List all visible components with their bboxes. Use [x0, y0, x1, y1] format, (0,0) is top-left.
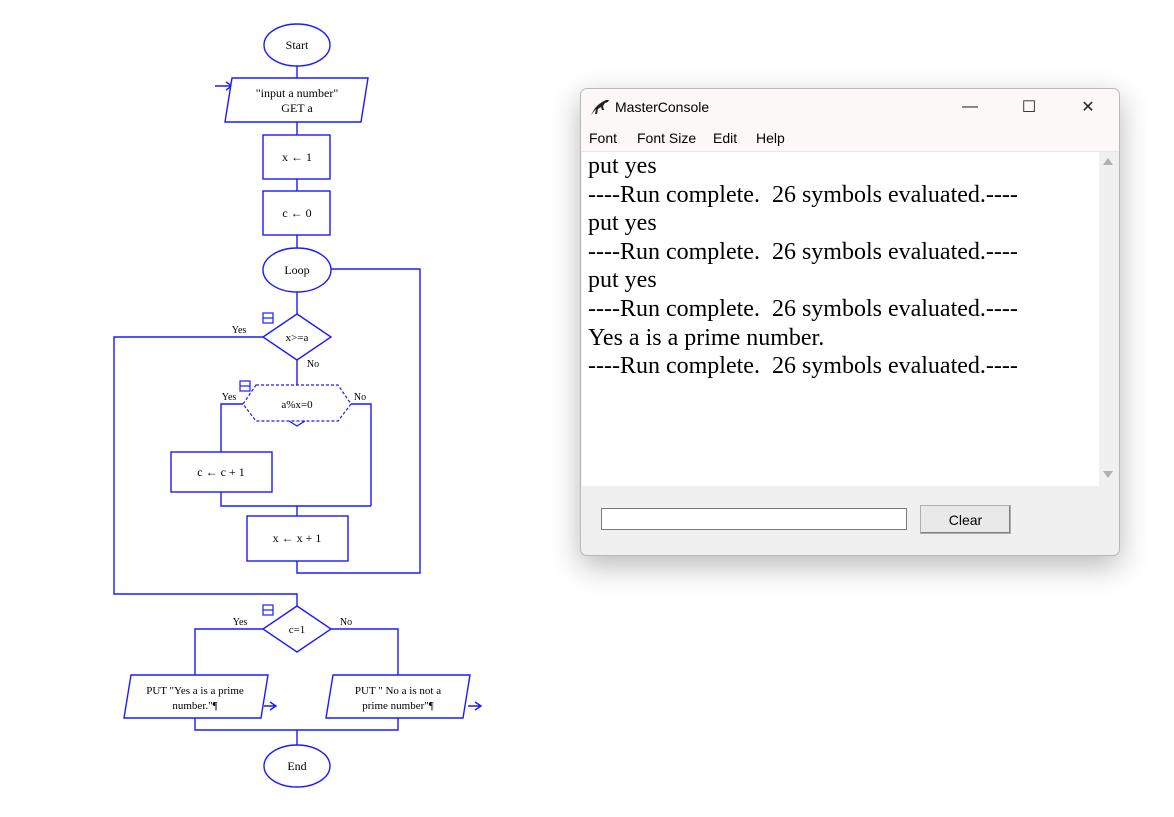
window-title: MasterConsole	[615, 99, 710, 115]
assign-c-box[interactable]: c ← 0	[262, 190, 331, 236]
master-console-window: MasterConsole — ☐ ✕ Font Font Size Edit …	[580, 88, 1120, 556]
close-button[interactable]: ✕	[1059, 89, 1117, 125]
collapse-icon[interactable]	[262, 312, 274, 324]
assign-x-box[interactable]: x ← 1	[262, 134, 331, 180]
output-line: ----Run complete. 26 symbols evaluated.-…	[588, 238, 1018, 265]
console-input[interactable]	[601, 508, 907, 530]
vertical-scrollbar[interactable]	[1099, 152, 1118, 486]
decision-x-ge-a[interactable]: x>=a	[261, 313, 333, 361]
input-shape[interactable]: "input a number" GET a	[224, 77, 369, 123]
no-label: No	[354, 392, 366, 403]
output-no-line2: prime number"¶	[362, 700, 433, 712]
flowchart-connectors	[113, 66, 483, 745]
assign-x-label: x ← 1	[282, 150, 312, 164]
decision-x-label: x>=a	[286, 332, 309, 344]
input-prompt-label: "input a number"	[256, 86, 339, 100]
close-icon: ✕	[1081, 99, 1095, 116]
menu-font[interactable]: Font	[589, 130, 618, 146]
output-line: Yes a is a prime number.	[588, 324, 825, 351]
decision-c-label: c=1	[289, 624, 306, 636]
output-no-shape[interactable]: PUT " No a is not a prime number"¶	[325, 674, 471, 719]
start-terminator[interactable]: Start	[263, 23, 331, 67]
menu-edit[interactable]: Edit	[713, 130, 738, 146]
increment-x-box[interactable]: x ← x + 1	[246, 515, 349, 562]
menu-bar: Font Font Size Edit Help	[581, 125, 1119, 152]
minimize-icon: —	[962, 98, 978, 115]
yes-label: Yes	[233, 617, 248, 628]
menu-help[interactable]: Help	[756, 130, 785, 146]
menu-font-size[interactable]: Font Size	[637, 130, 697, 146]
assign-c-label: c ← 0	[282, 206, 311, 220]
console-output[interactable]: put yes ----Run complete. 26 symbols eva…	[582, 152, 1099, 486]
decision-a-mod-x[interactable]: a%x=0	[242, 384, 352, 427]
loop-node[interactable]: Loop	[262, 247, 332, 293]
maximize-icon: ☐	[1021, 99, 1037, 116]
no-label: No	[340, 617, 352, 628]
yes-label: Yes	[232, 325, 247, 336]
increment-c-box[interactable]: c ← c + 1	[170, 451, 273, 493]
decision-mod-label: a%x=0	[281, 399, 313, 411]
title-bar[interactable]: MasterConsole — ☐ ✕	[581, 89, 1119, 125]
flowchart: Start "input a number" GET a x ← 1 c ← 0…	[113, 23, 483, 788]
input-get-label: GET a	[281, 101, 313, 115]
output-yes-line1: PUT "Yes a is a prime	[146, 685, 244, 697]
loop-label: Loop	[284, 263, 309, 277]
start-label: Start	[286, 38, 309, 52]
output-line: put yes	[588, 210, 657, 237]
output-line: ----Run complete. 26 symbols evaluated.-…	[588, 353, 1018, 380]
scroll-down-icon[interactable]	[1103, 471, 1113, 478]
decision-c-eq-1[interactable]: c=1	[261, 605, 333, 653]
output-no-line1: PUT " No a is not a	[355, 685, 441, 697]
minimize-button[interactable]: —	[941, 89, 999, 125]
dinosaur-icon	[591, 100, 609, 115]
yes-label: Yes	[222, 392, 237, 403]
output-line: ----Run complete. 26 symbols evaluated.-…	[588, 181, 1018, 208]
increment-x-label: x ← x + 1	[273, 531, 322, 545]
collapse-icon[interactable]	[262, 604, 274, 616]
output-line: ----Run complete. 26 symbols evaluated.-…	[588, 295, 1018, 322]
output-yes-shape[interactable]: PUT "Yes a is a prime number."¶	[123, 674, 269, 719]
no-label: No	[307, 359, 319, 370]
clear-button[interactable]: Clear	[920, 505, 1011, 534]
collapse-icon[interactable]	[239, 380, 251, 392]
end-terminator[interactable]: End	[263, 744, 331, 788]
output-yes-line2: number."¶	[172, 700, 217, 712]
maximize-button[interactable]: ☐	[1000, 89, 1058, 125]
output-line: put yes	[588, 267, 657, 294]
scroll-up-icon[interactable]	[1103, 158, 1113, 165]
end-label: End	[287, 759, 306, 773]
output-line: put yes	[588, 153, 657, 179]
increment-c-label: c ← c + 1	[197, 465, 244, 479]
